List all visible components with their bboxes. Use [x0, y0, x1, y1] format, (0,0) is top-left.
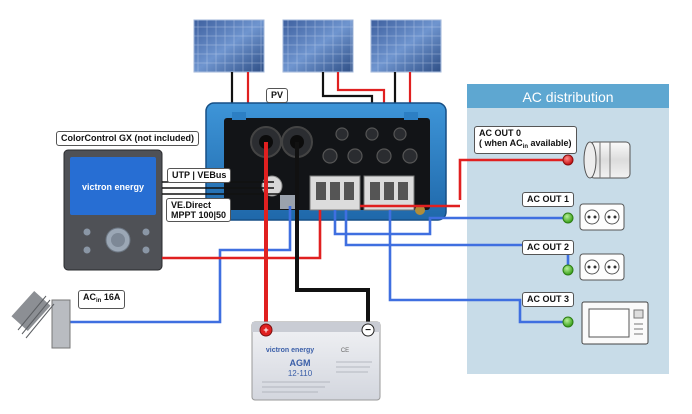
ac-out0-dot	[562, 154, 574, 166]
battery-model: 12-110	[288, 369, 313, 378]
ac-out3-label: AC OUT 3	[522, 292, 575, 307]
battery-ce: CE	[341, 348, 349, 354]
ac-out0-label: AC OUT 0 ( when ACin available)	[474, 126, 577, 154]
solar-panel-1	[193, 19, 265, 73]
ac-out1-dot	[562, 212, 574, 224]
ground-stud	[415, 205, 425, 215]
ac-out1-label: AC OUT 1	[522, 192, 575, 207]
ac-out0-line2-a: ( when AC	[479, 138, 523, 148]
battery-plus-terminal: +	[263, 325, 268, 335]
vedirect-port	[280, 195, 296, 209]
ac-out0-line2: ( when ACin available)	[479, 138, 572, 152]
ac-out2-label: AC OUT 2	[522, 240, 575, 255]
utp-vebus-label: UTP | VEBus	[167, 168, 232, 183]
solar-panel-2	[282, 19, 354, 73]
dc-cables	[264, 142, 370, 330]
water-heater-icon	[583, 141, 631, 179]
microwave-icon	[581, 301, 649, 345]
ac-in-main: AC	[83, 292, 96, 302]
battery-label-lines	[262, 361, 372, 393]
colorcontrol-screen-brand: victron energy	[82, 182, 144, 192]
vedirect-line2: MPPT 100|50	[171, 210, 227, 220]
ac-out2-dot	[562, 264, 574, 276]
ac-out3-dot	[562, 316, 574, 328]
ac-distribution-title: AC distribution	[522, 89, 614, 105]
ac-in-label: ACin 16A	[78, 290, 126, 309]
ac-in-sub: in	[96, 298, 102, 304]
battery-brand: victron energy	[266, 347, 314, 354]
pv-glands	[322, 127, 418, 164]
vedirect-label: VE.Direct MPPT 100|50	[166, 198, 232, 222]
socket-outlet-1-icon	[579, 203, 625, 231]
solar-panel-3	[370, 19, 442, 73]
ac-distribution-header	[467, 84, 669, 108]
colorcontrol-label: ColorControl GX (not included)	[56, 131, 199, 146]
pv-label: PV	[266, 88, 289, 103]
battery-minus-terminal: −	[365, 325, 371, 336]
ac-in-rest: 16A	[101, 292, 121, 302]
ac-out0-line2-b: available)	[528, 138, 572, 148]
shore-power-plug-icon	[11, 291, 71, 349]
ac-out0-line2-sub: in	[522, 144, 529, 150]
ac-terminal-blocks	[309, 175, 415, 211]
vedirect-line1: VE.Direct	[171, 200, 212, 210]
socket-outlet-2-icon	[579, 253, 625, 281]
battery-type: AGM	[290, 358, 311, 368]
ac-wiring	[60, 158, 570, 324]
battery	[251, 321, 381, 401]
ac-out0-line1: AC OUT 0	[479, 128, 522, 138]
colorcontrol-device	[63, 149, 163, 271]
